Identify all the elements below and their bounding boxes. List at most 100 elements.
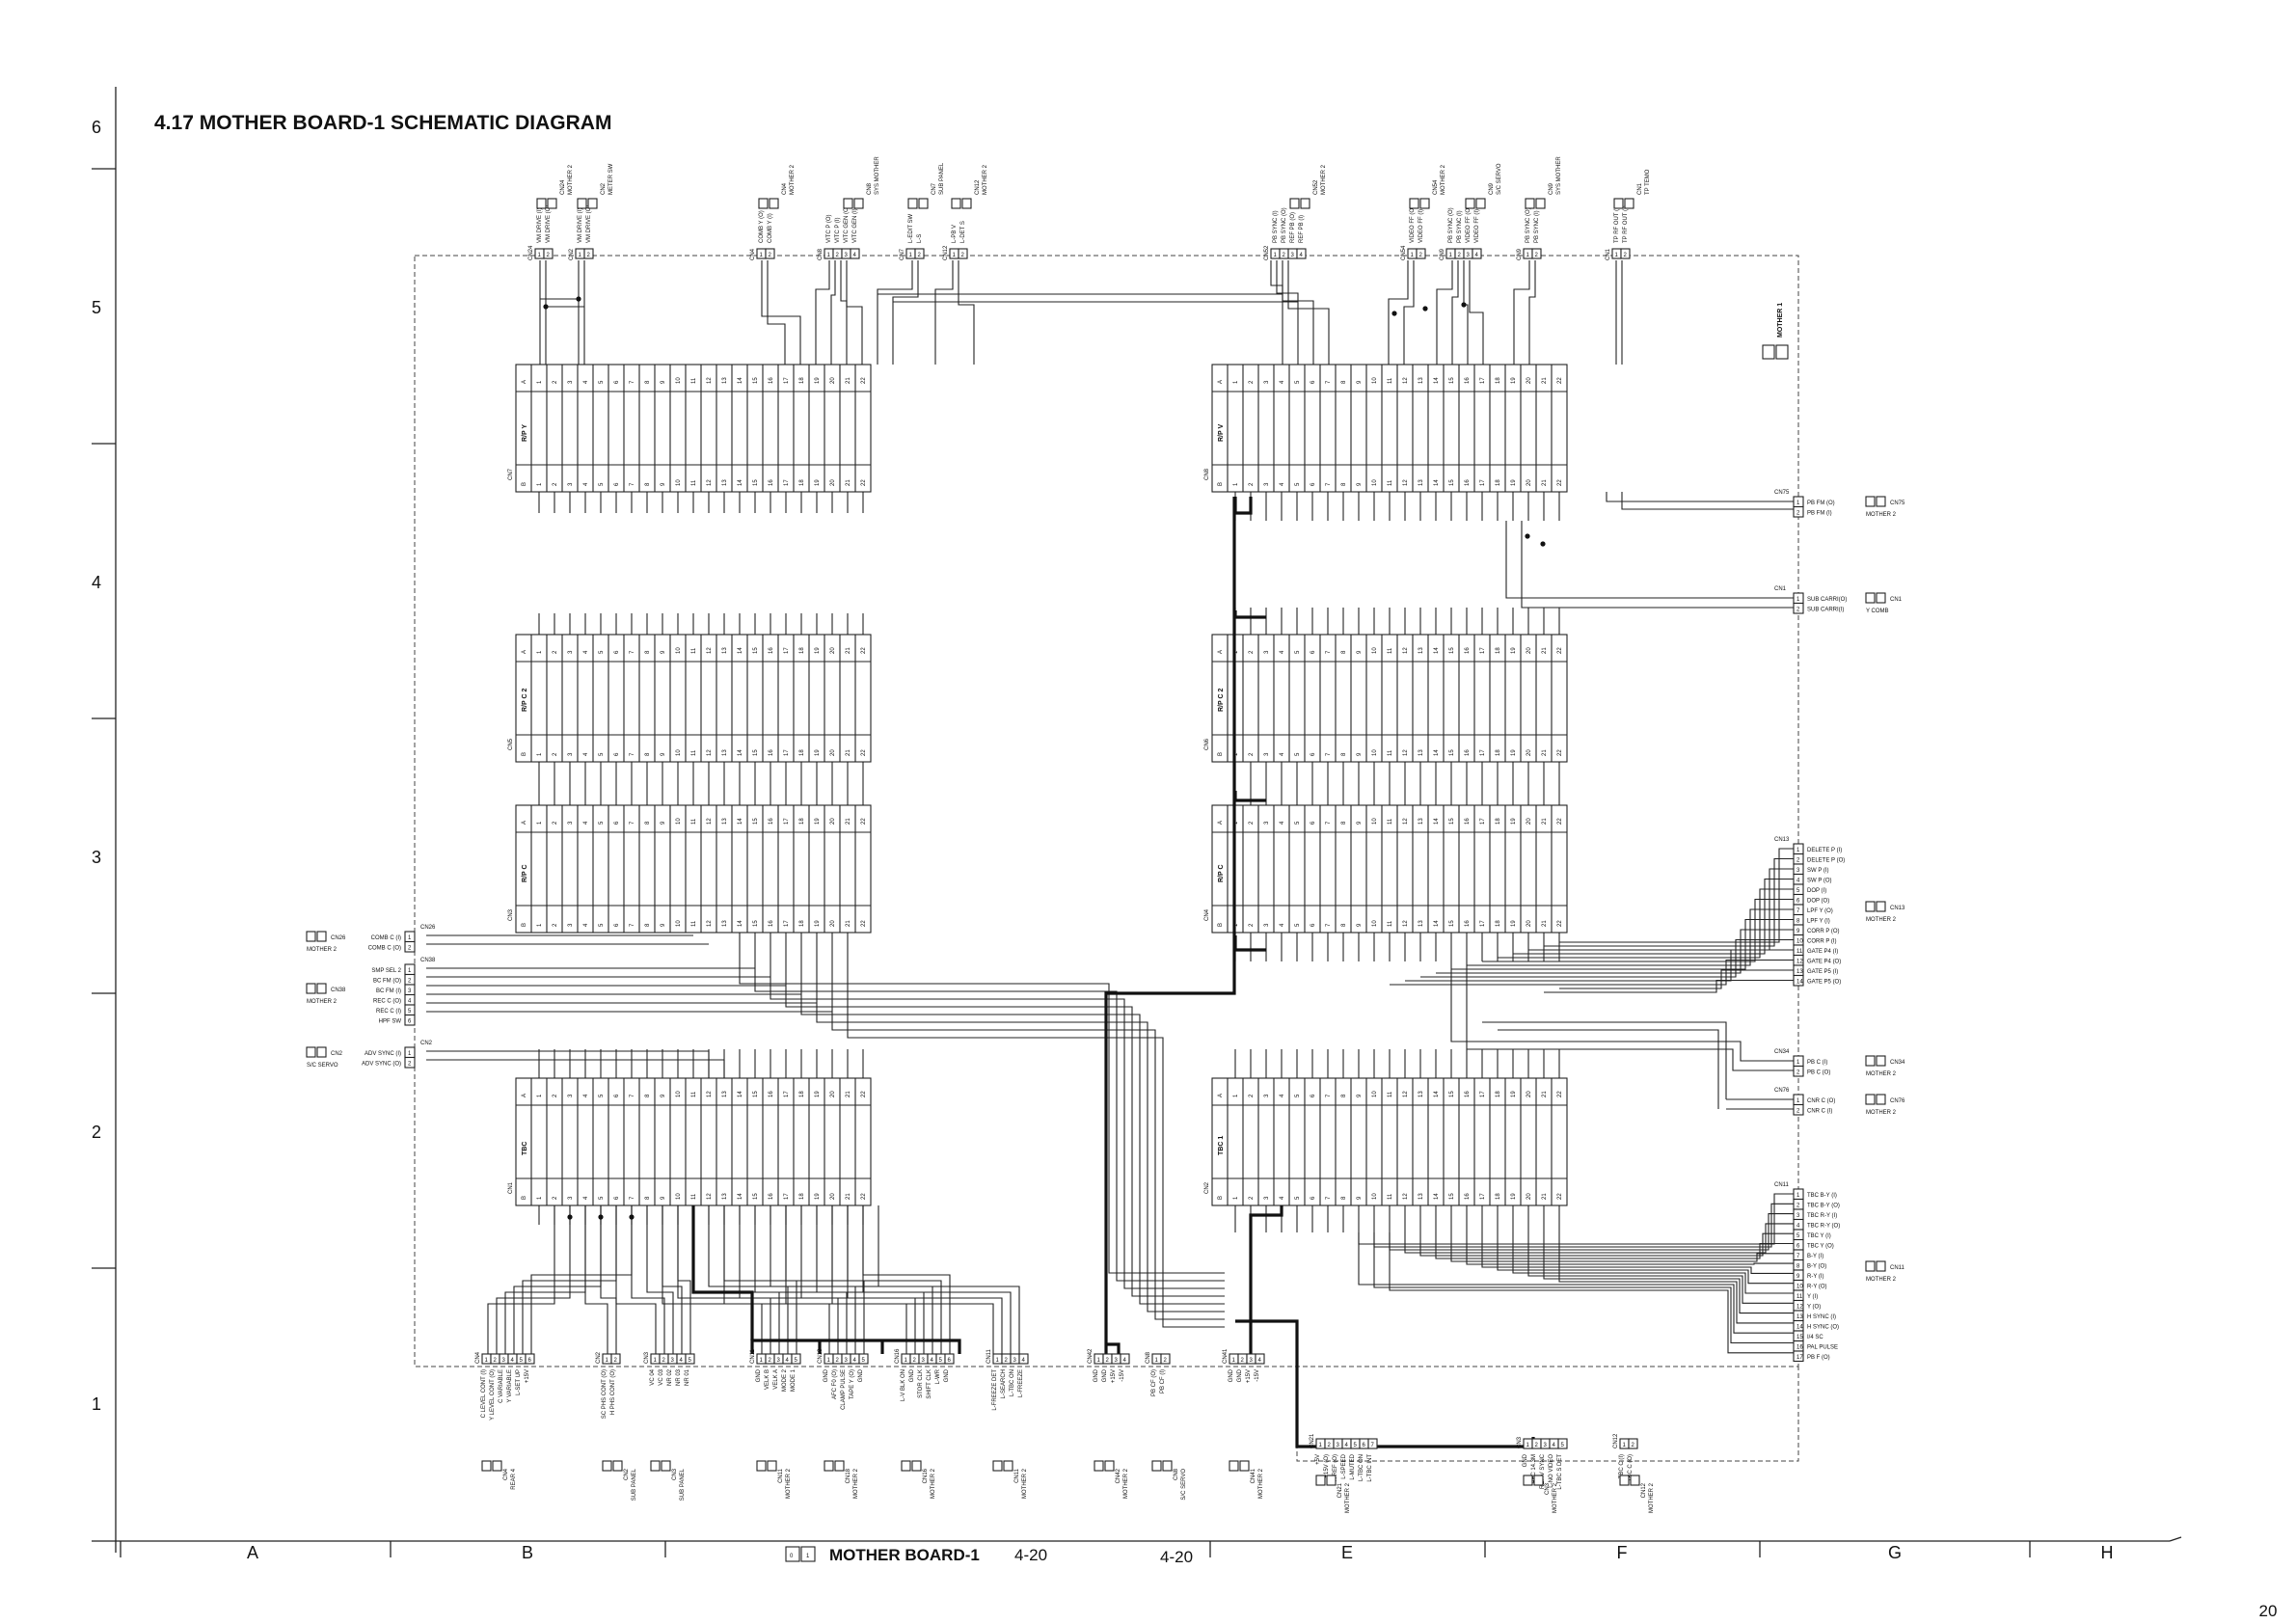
connector-pin-label: GND — [909, 1368, 915, 1382]
connector-pin-label: TBC C (I) — [1619, 1454, 1625, 1478]
wire — [1389, 1232, 1794, 1354]
wire — [1450, 961, 1794, 1062]
power-bus — [1233, 610, 1266, 619]
connector-pin-label: SW P (O) — [1807, 879, 1832, 884]
wire — [646, 1205, 674, 1354]
connector-pin-label: VITC GEN (O) — [844, 205, 850, 243]
slot-pin-number: 3 — [1264, 923, 1270, 927]
slot-pin-number: 1 — [1233, 1196, 1239, 1200]
connector-pin — [543, 248, 554, 259]
slot-pin-number: 2 — [553, 1196, 558, 1200]
slot-pin-number: 18 — [799, 818, 805, 825]
slot-pin-number: 9 — [1357, 1094, 1363, 1097]
row-label: 1 — [92, 1394, 101, 1414]
slot-pin-number: 11 — [691, 1091, 697, 1097]
connector-ref: CN4 — [750, 248, 756, 260]
slot-pin-number: 10 — [1372, 920, 1378, 927]
connector-pin-number: 3 — [1337, 1443, 1340, 1448]
connector-pin-number: 4 — [1123, 1358, 1127, 1364]
connector-pin — [765, 248, 775, 259]
connector-pin-number: 1 — [1097, 1358, 1101, 1364]
connector-board: MOTHER 2 — [1123, 1468, 1129, 1499]
connector-board: MOTHER 2 — [1441, 164, 1446, 195]
connector-pin-label: NR 03 — [676, 1368, 682, 1386]
slot-pin-number: 12 — [1403, 377, 1409, 384]
junction-dot — [543, 304, 549, 310]
connector-board: MOTHER 2 — [853, 1468, 859, 1499]
connector-board: MOTHER 2 — [1321, 164, 1327, 195]
slot-ref: CN7 — [508, 468, 514, 480]
slot-pin-number: 11 — [691, 920, 697, 927]
wire — [1358, 1232, 1794, 1334]
connector-pin-number: 2 — [1328, 1443, 1332, 1448]
slot-pin-number: 8 — [1341, 1196, 1347, 1200]
slot-pin-number: 22 — [861, 749, 867, 756]
connector-pin-number: 1 — [408, 935, 412, 941]
connector-pin-number: 5 — [1561, 1443, 1565, 1448]
connector-pin-number: 2 — [587, 253, 591, 258]
connector-pin-number: 1 — [1155, 1358, 1159, 1364]
connector-pin-number: 1 — [827, 1358, 831, 1364]
board-badge — [1876, 1094, 1886, 1105]
slot-header: R/P V — [1218, 424, 1225, 442]
slot-pin-number: 5 — [599, 650, 605, 654]
connector-ref: CN2 — [624, 1468, 630, 1480]
board-badge — [907, 198, 918, 209]
slot-pin-number: 2 — [1249, 1196, 1255, 1200]
connector-pin-label: REC C (O) — [373, 999, 401, 1005]
connector-pin-label: VIDEO FF (I) — [1418, 209, 1424, 243]
board-badge — [1624, 198, 1634, 209]
board-badge — [1876, 1055, 1886, 1067]
footer-left-page: 4-20 — [1014, 1546, 1047, 1564]
connector-pin-number: 2 — [1624, 253, 1628, 258]
connector-pin-label: VIDEO FF (I) — [1474, 209, 1480, 243]
connector-board: MOTHER 2 — [1866, 1071, 1897, 1077]
connector-pin — [958, 248, 968, 259]
wire — [1388, 260, 1409, 365]
board-badge — [1613, 198, 1624, 209]
connector-pin-number: 2 — [547, 253, 551, 258]
slot-pin-number: 18 — [799, 1091, 805, 1097]
wire — [1498, 1029, 1719, 1109]
slot-pin-number: 2 — [553, 482, 558, 486]
connector-pin-number: 2 — [769, 1358, 772, 1364]
slot-pin-number: 21 — [1542, 1193, 1548, 1200]
slot-pin-number: 5 — [1295, 650, 1301, 654]
connector-ref: CN12 — [1641, 1482, 1647, 1498]
connector-pin-number: 2 — [913, 1358, 917, 1364]
wire — [1621, 492, 1794, 510]
junction-dot — [1525, 533, 1530, 539]
slot-pin-number: 5 — [599, 821, 605, 825]
board-badge — [1326, 1475, 1337, 1486]
wire — [1403, 260, 1415, 365]
connector-pin-number: 5 — [862, 1358, 866, 1364]
connector-pin-number: 2 — [769, 253, 772, 258]
slot-pin-number: 21 — [846, 647, 851, 654]
slot-pin-number: 17 — [1480, 377, 1486, 384]
slot-pin-number: 8 — [645, 923, 651, 927]
connector-pin-number: 5 — [1796, 1233, 1800, 1239]
slot-pin-number: 13 — [1418, 377, 1424, 384]
row-label: 5 — [92, 298, 101, 317]
connector-pin-number: 2 — [1106, 1358, 1110, 1364]
wire — [513, 1205, 602, 1354]
connector-ref: CN75 — [1890, 501, 1905, 506]
connector-board: S/C SERVO — [1497, 163, 1502, 195]
connector-pin-label: VITC GEN (I) — [852, 208, 858, 243]
slot-pin-number: 20 — [1526, 749, 1532, 756]
slot-pin-number: 12 — [1403, 647, 1409, 654]
slot-pin-number: 12 — [1403, 479, 1409, 486]
slot-pin-number: 6 — [614, 821, 620, 825]
connector-pin-label: VIDEO FF (O) — [1466, 206, 1472, 243]
connector-pin-label: +5V — [1315, 1454, 1321, 1465]
slot-pin-number: 1 — [537, 1094, 543, 1097]
slot-pin-number: 8 — [1341, 650, 1347, 654]
connector-pin — [1472, 248, 1482, 259]
slot-pin-number: 8 — [645, 1094, 651, 1097]
connector-pin-label: TBC R-Y (O) — [1807, 1224, 1840, 1230]
connector-ref: CN1 — [1637, 182, 1643, 195]
connector-pin-number: 2 — [1419, 253, 1423, 258]
slot-side-b: B — [1218, 482, 1224, 486]
slot-pin-number: 5 — [1295, 1196, 1301, 1200]
